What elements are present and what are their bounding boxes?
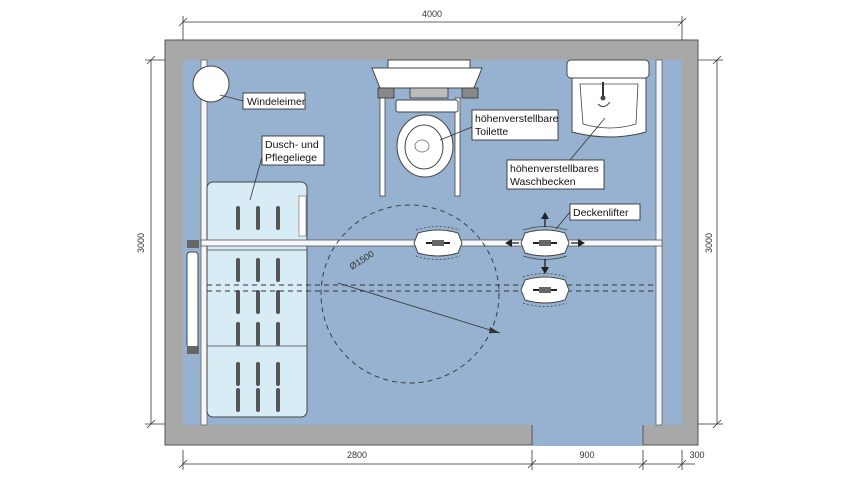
bed-slot	[236, 322, 240, 346]
ceiling-lift-unit-3	[520, 273, 570, 307]
shower-bed-label-line1: Dusch- und	[265, 139, 319, 151]
bed-slot	[256, 290, 260, 314]
sink-label-line2: Waschbecken	[510, 176, 576, 188]
toilet-label-line2: Toilette	[475, 126, 508, 138]
bed-slot	[256, 206, 260, 230]
bed-slot	[276, 258, 280, 282]
sink	[566, 59, 650, 138]
toilet-label-line1: höhenverstellbare	[475, 113, 559, 125]
dimension-bottom-2-label: 900	[579, 450, 594, 460]
dimension-left-label: 3000	[136, 233, 146, 253]
dimension-bottom: 2800 900 300	[178, 450, 705, 470]
ceiling-lift-unit-1	[413, 226, 463, 260]
bed-slot	[276, 290, 280, 314]
bed-slot	[276, 388, 280, 412]
bed-slot	[256, 362, 260, 386]
dimension-bottom-3-label: 300	[689, 450, 704, 460]
bed-slot	[256, 258, 260, 282]
bed-slot	[236, 388, 240, 412]
toilet	[371, 59, 483, 197]
dimension-right-label: 3000	[704, 233, 714, 253]
ceiling-lift-label: Deckenlifter	[573, 207, 629, 219]
bed-slot	[236, 290, 240, 314]
bed-slot	[236, 258, 240, 282]
bed-slot	[256, 322, 260, 346]
ceiling-lift-callout	[569, 203, 641, 221]
bed-slot	[256, 388, 260, 412]
shower-bed-label-line2: Pflegeliege	[265, 152, 317, 164]
movement-arrows	[505, 212, 585, 274]
toilet-callout	[471, 109, 559, 141]
diaper-bin-label: Windeleimer	[247, 96, 306, 108]
bed-slot	[236, 206, 240, 230]
door-opening	[532, 424, 643, 446]
dimension-bottom-1-label: 2800	[347, 450, 367, 460]
dimension-top-label: 4000	[422, 9, 442, 19]
dimension-left: 3000	[136, 55, 168, 429]
sink-label-line1: höhenverstellbares	[510, 163, 599, 175]
turning-circle-diameter	[337, 282, 501, 334]
bed-slot	[276, 362, 280, 386]
shower-bed-callout	[261, 135, 325, 166]
bed-slot	[236, 362, 240, 386]
diaper-bin	[192, 65, 230, 103]
bed-slots	[236, 206, 280, 412]
dimension-right: 3000	[698, 55, 723, 429]
diaper-bin-callout	[242, 92, 306, 110]
bed-slot	[276, 322, 280, 346]
turning-circle	[320, 204, 500, 384]
bed-slot	[276, 206, 280, 230]
dimension-top: 4000	[178, 9, 687, 40]
sink-callout	[506, 159, 605, 190]
